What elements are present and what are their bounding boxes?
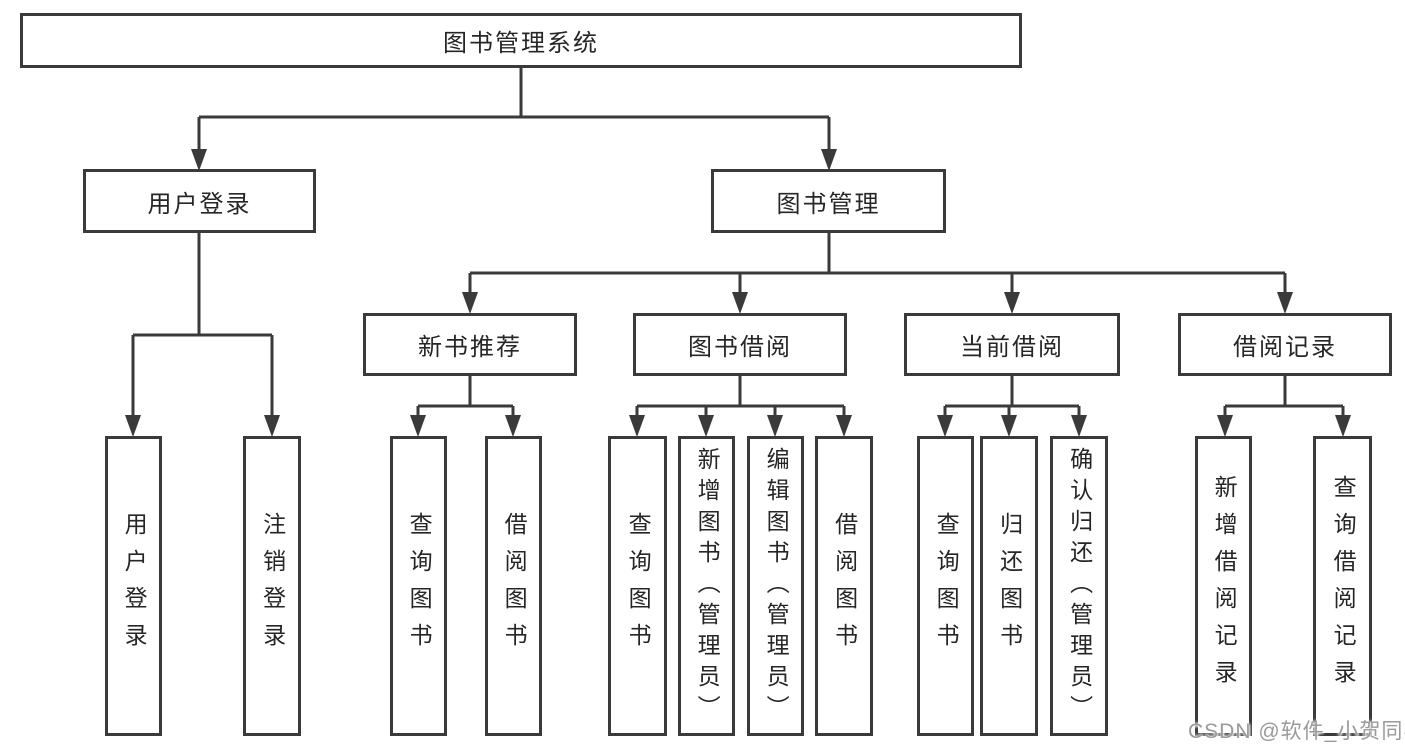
node-leaf-query-book-3-label: 查询图书 [933,512,960,660]
node-book-borrow: 图书借阅 [633,313,847,376]
node-leaf-return-book-label: 归还图书 [996,512,1023,660]
node-leaf-query-book-3: 查询图书 [917,436,974,736]
node-leaf-logout-label: 注销登录 [259,512,286,660]
node-leaf-add-borrow-record-label: 新增借阅记录 [1211,475,1238,697]
node-book-management-label: 图书管理 [776,190,881,218]
node-current-borrow-label: 当前借阅 [960,334,1064,361]
node-user-login-label: 用户登录 [147,190,252,218]
node-user-login: 用户登录 [83,169,316,233]
node-leaf-edit-book: 编辑图书（管理员） [747,436,804,736]
node-leaf-borrow-book-1-label: 借阅图书 [501,512,528,660]
node-new-book-recommend-label: 新书推荐 [418,334,522,361]
node-borrow-records-label: 借阅记录 [1233,334,1337,361]
node-book-borrow-label: 图书借阅 [688,334,792,361]
node-leaf-query-book-1-label: 查询图书 [406,512,433,660]
node-book-management: 图书管理 [711,169,946,233]
node-leaf-return-book: 归还图书 [980,436,1038,736]
node-leaf-confirm-return: 确认归还（管理员） [1050,436,1108,736]
node-leaf-user-login: 用户登录 [105,436,162,736]
node-leaf-add-borrow-record: 新增借阅记录 [1195,436,1252,736]
node-leaf-add-book-label: 新增图书（管理员） [694,446,721,726]
csdn-watermark: CSDN @软件_小贺同学 [1188,720,1405,743]
node-leaf-logout: 注销登录 [243,436,301,736]
node-leaf-query-book-1: 查询图书 [390,436,447,736]
node-leaf-borrow-book-2: 借阅图书 [815,436,873,736]
node-leaf-query-book-2-label: 查询图书 [625,512,652,660]
node-current-borrow: 当前借阅 [904,313,1120,376]
node-root-label: 图书管理系统 [443,30,599,57]
node-root: 图书管理系统 [20,13,1022,68]
node-leaf-query-borrow-record: 查询借阅记录 [1313,436,1372,736]
node-leaf-borrow-book-2-label: 借阅图书 [831,512,858,660]
node-leaf-query-borrow-record-label: 查询借阅记录 [1330,475,1357,697]
node-borrow-records: 借阅记录 [1178,313,1392,376]
node-new-book-recommend: 新书推荐 [363,313,577,376]
node-leaf-add-book: 新增图书（管理员） [678,436,735,736]
node-leaf-confirm-return-label: 确认归还（管理员） [1066,446,1093,726]
node-leaf-edit-book-label: 编辑图书（管理员） [763,446,790,726]
node-leaf-query-book-2: 查询图书 [608,436,667,736]
node-leaf-user-login-label: 用户登录 [121,512,148,660]
node-leaf-borrow-book-1: 借阅图书 [485,436,542,736]
